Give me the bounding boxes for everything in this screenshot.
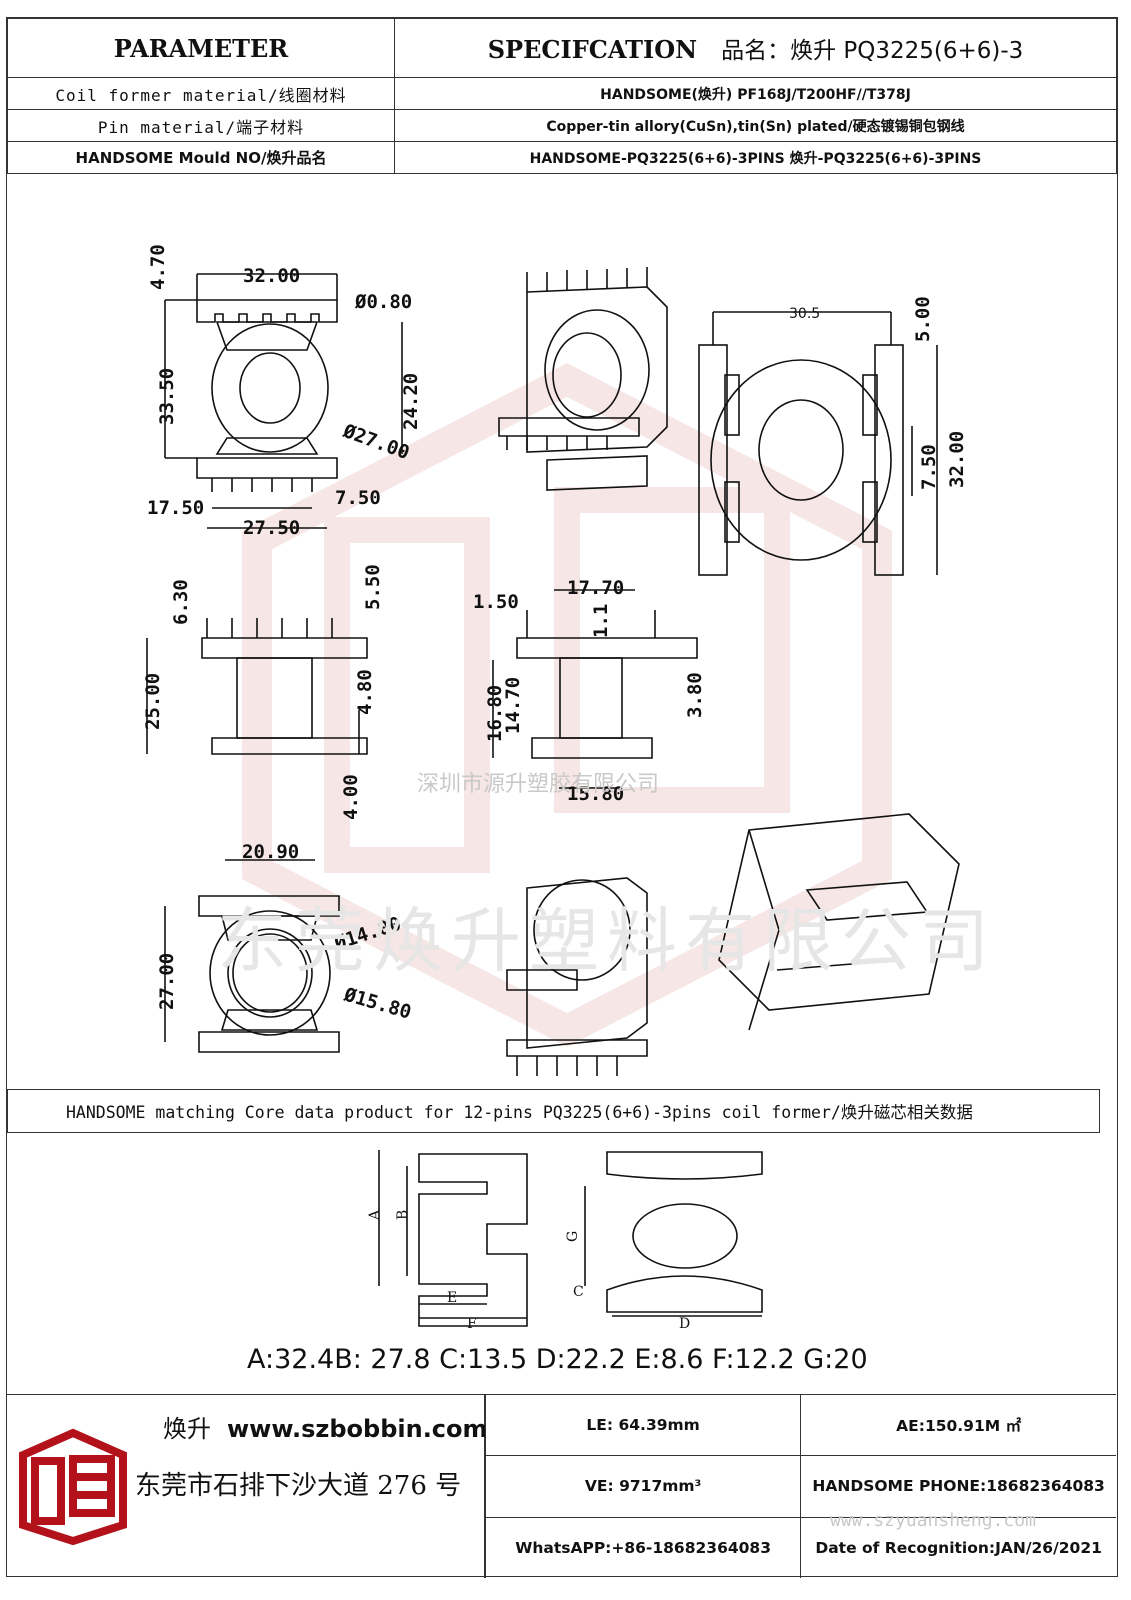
product-name: 品名：焕升 PQ3225(6+6)-3: [721, 38, 1024, 64]
site-watermark: www.szyuansheng.com: [830, 1510, 1036, 1531]
dim-17-70: 17.70: [567, 577, 624, 599]
core-data-table: LE: 64.39mm AE:150.91M ㎡ VE: 9717mm³ HAN…: [484, 1395, 1116, 1578]
dim-4-70: 4.70: [147, 244, 169, 290]
core-diagram-svg: A B E F G C D: [367, 1150, 763, 1332]
core-label-d: D: [679, 1316, 690, 1332]
dim-7-50: 7.50: [918, 444, 940, 490]
core-label-g: G: [565, 1231, 581, 1242]
dim-27-50: 27.50: [243, 517, 300, 539]
ae-value: AE:150.91M ㎡: [800, 1395, 1116, 1457]
pin-side-view: [698, 311, 938, 576]
core-3d-view: [718, 813, 960, 1031]
dim-17-50: 17.50: [147, 497, 204, 519]
le-value: LE: 64.39mm: [484, 1395, 802, 1457]
mould-no-value: HANDSOME-PQ3225(6+6)-3PINS 焕升-PQ3225(6+6…: [394, 141, 1117, 174]
dim-25-00: 25.00: [142, 673, 164, 730]
core-diagram: A B E F G C D: [7, 1136, 1116, 1392]
core-label-c: C: [573, 1284, 584, 1300]
iso-view-bottom: [506, 877, 648, 1076]
whatsapp-value: WhatsAPP:+86-18682364083: [484, 1516, 802, 1578]
company-watermark: 深圳市源升塑胶有限公司: [417, 772, 660, 797]
pin-material-value: Copper-tin allory(CuSn),tin(Sn) plated/硬…: [394, 109, 1117, 142]
logo-watermark: [242, 363, 892, 1047]
dim-32-00: 32.00: [243, 265, 300, 287]
dim-5-50: 5.50: [362, 564, 384, 610]
bottom-view: [164, 859, 340, 1053]
dim-32-00-side: 32.00: [946, 431, 968, 488]
dim-20-90: 20.90: [242, 841, 299, 863]
dim-27-00: 27.00: [156, 953, 178, 1010]
core-label-a: A: [367, 1209, 383, 1221]
spec-sheet: PARAMETER SPECIFCATION 品名：焕升 PQ3225(6+6)-…: [6, 17, 1118, 1578]
core-label-b: B: [395, 1210, 411, 1220]
dim-5-00: 5.00: [912, 296, 934, 342]
side-view: [492, 589, 698, 789]
dim-15-80-dia: Ø15.80: [341, 983, 414, 1023]
dim-14-70: 14.70: [502, 677, 524, 734]
parameter-header: PARAMETER: [7, 18, 395, 78]
handsome-logo: [19, 1428, 127, 1545]
core-label-f: F: [467, 1316, 477, 1332]
footer: 焕升 www.szbobbin.com 东莞市石排下沙大道 276 号 LE: 6…: [7, 1394, 1116, 1578]
mould-no-label: HANDSOME Mould NO/焕升品名: [7, 141, 395, 174]
big-watermark: 东莞焕升塑料有限公司: [217, 900, 997, 982]
front-view: [146, 618, 368, 755]
iso-view-top: [498, 267, 668, 491]
dim-15-80: 15.80: [567, 783, 624, 805]
matching-core-bar: HANDSOME matching Core data product for …: [7, 1089, 1100, 1133]
dim-pin-dia: Ø0.80: [354, 291, 412, 313]
header-table: PARAMETER SPECIFCATION 品名：焕升 PQ3225(6+6)-…: [7, 18, 1117, 174]
pin-material-label: Pin material/端子材料: [7, 109, 395, 142]
dim-4-80: 4.80: [354, 669, 376, 715]
brand-line: 焕升 www.szbobbin.com: [163, 1409, 488, 1444]
phone-value: HANDSOME PHONE:18682364083: [800, 1455, 1116, 1518]
ve-value: VE: 9717mm³: [484, 1455, 802, 1518]
specification-label: SPECIFCATION: [487, 35, 698, 64]
website-link[interactable]: www.szbobbin.com: [227, 1415, 488, 1443]
dim-3-80: 3.80: [684, 672, 706, 718]
technical-drawing: 32.00 Ø0.80 4.70 33.50 24.20 Ø27.00 17.5…: [7, 170, 1116, 1088]
brand-cn: 焕升: [163, 1415, 211, 1443]
dim-33-50: 33.50: [156, 368, 178, 425]
drawing-svg: 32.00 Ø0.80 4.70 33.50 24.20 Ø27.00 17.5…: [142, 244, 968, 1076]
core-values: A:32.4B: 27.8 C:13.5 D:22.2 E:8.6 F:12.2…: [247, 1344, 868, 1375]
specification-header: SPECIFCATION 品名：焕升 PQ3225(6+6)-3: [394, 18, 1117, 78]
brand-block: 焕升 www.szbobbin.com 东莞市石排下沙大道 276 号: [7, 1395, 488, 1578]
dim-16-80: 16.80: [484, 685, 506, 742]
dim-6-30: 6.30: [170, 579, 192, 625]
dim-1-50: 1.50: [473, 591, 519, 613]
dim-30-5: 30.5: [789, 306, 820, 322]
dim-4-00: 4.00: [340, 774, 362, 820]
top-view: [164, 273, 403, 529]
dim-7-50: 7.50: [335, 487, 381, 509]
dim-1-1: 1.1: [590, 604, 612, 638]
coil-material-label: Coil former material/线圈材料: [7, 77, 395, 110]
coil-material-value: HANDSOME(焕升) PF168J/T200HF//T378J: [394, 77, 1117, 110]
core-label-e: E: [447, 1290, 457, 1306]
date-value: Date of Recognition:JAN/26/2021: [800, 1516, 1116, 1578]
address: 东莞市石排下沙大道 276 号: [135, 1471, 462, 1501]
dim-24-20: 24.20: [400, 373, 422, 430]
